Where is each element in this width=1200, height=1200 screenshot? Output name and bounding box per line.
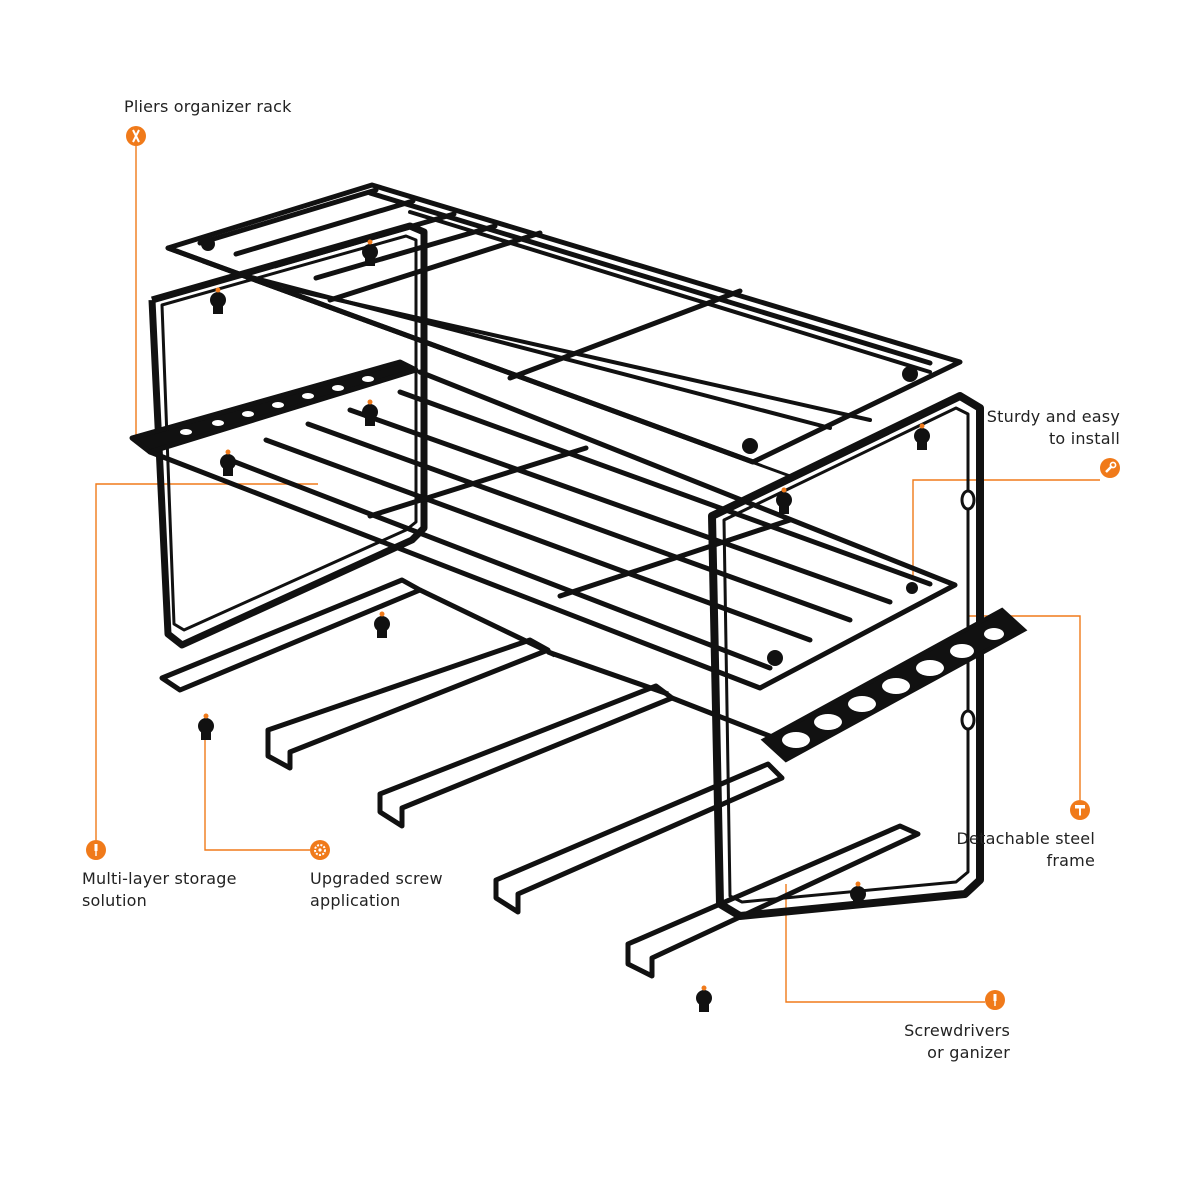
screw <box>198 713 214 740</box>
screw <box>696 985 712 1012</box>
slot-2 <box>377 683 675 829</box>
slot-1 <box>265 637 551 771</box>
label-line: Pliers organizer rack <box>124 97 292 116</box>
hammer-icon <box>1070 800 1090 820</box>
label-line: Sturdy and easy <box>986 407 1120 426</box>
screw <box>210 287 226 314</box>
label-line: Screwdrivers <box>904 1021 1010 1040</box>
middle-shelf-cross-bar-2 <box>557 517 793 599</box>
screw <box>362 239 378 266</box>
screwdriver-organizer <box>760 607 1028 763</box>
top-shelf-outline <box>165 182 963 465</box>
leader-screwdrivers <box>785 884 985 1003</box>
label-line: Detachable steel <box>956 829 1095 848</box>
top-shelf-cross-bar-1 <box>327 230 543 303</box>
right-frame-holes <box>960 489 976 731</box>
mounting-screws <box>198 239 930 1012</box>
label-upgraded-screw: Upgraded screw application <box>310 868 443 912</box>
leader-sturdy <box>912 479 1100 580</box>
label-line: Upgraded screw <box>310 869 443 888</box>
label-line: application <box>310 891 401 910</box>
shelf-knobs <box>201 237 918 666</box>
screw <box>220 449 236 476</box>
screw <box>776 487 792 514</box>
label-line: Multi-layer storage <box>82 869 237 888</box>
leader-multi <box>95 483 318 840</box>
wrench-icon <box>1100 458 1120 478</box>
top-shelf-rail-1 <box>201 260 792 478</box>
label-sturdy: Sturdy and easy to install <box>987 406 1120 450</box>
screw <box>362 399 378 426</box>
label-detachable-frame: Detachable steel frame <box>957 828 1095 872</box>
top-shelf-cross-bar-2 <box>507 288 743 381</box>
label-line: or ganizer <box>927 1043 1010 1062</box>
screwdriver-icon <box>985 990 1005 1010</box>
label-line: frame <box>1046 851 1095 870</box>
screw <box>850 881 866 908</box>
pliers-holes <box>180 376 374 435</box>
leader-screw <box>204 738 310 851</box>
right-frame <box>708 392 984 920</box>
label-screwdrivers: Screwdrivers or ganizer <box>904 1020 1010 1064</box>
top-shelf <box>165 182 963 478</box>
gear-icon <box>310 840 330 860</box>
screw <box>374 611 390 638</box>
screwdriver-icon <box>86 840 106 860</box>
slot-3 <box>493 761 785 915</box>
screw <box>914 423 930 450</box>
label-line: to install <box>1048 429 1120 448</box>
label-pliers-organizer: Pliers organizer rack <box>124 96 292 118</box>
bottom-front-bar <box>625 823 921 979</box>
middle-shelf-cross-bar-1 <box>367 445 589 519</box>
top-shelf-rail-4 <box>408 210 932 374</box>
label-multi-layer: Multi-layer storage solution <box>82 868 237 912</box>
pliers-icon <box>126 126 146 146</box>
top-shelf-rail-3 <box>283 286 872 422</box>
label-line: solution <box>82 891 147 910</box>
